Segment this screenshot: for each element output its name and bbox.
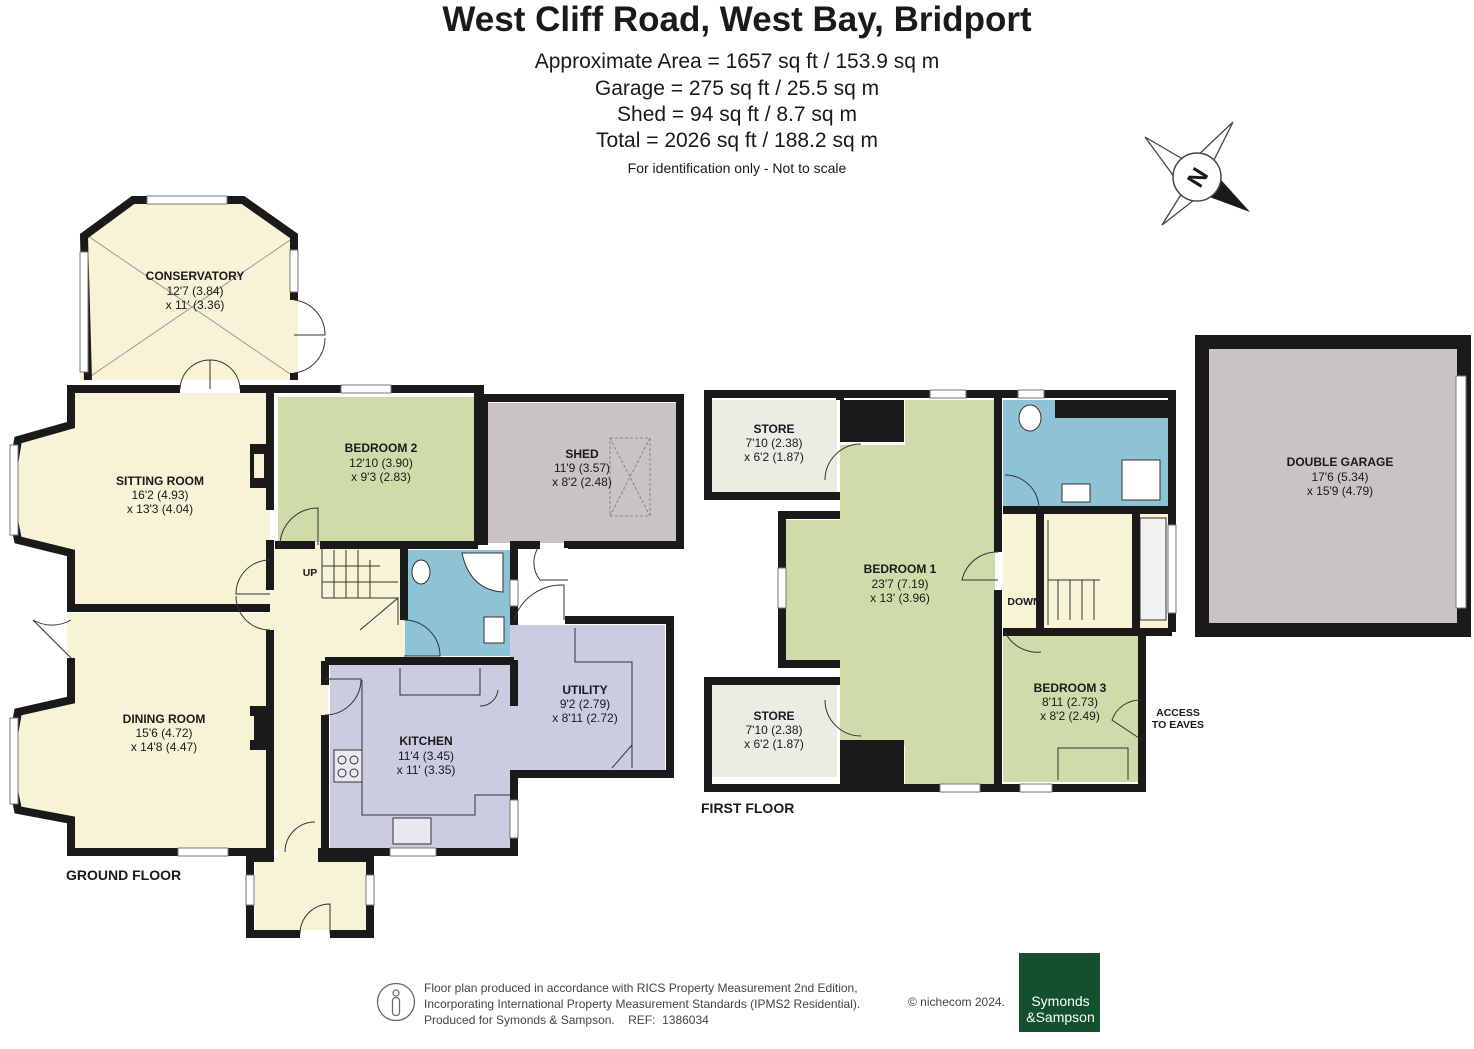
eaves-access-label-2: TO EAVES — [1152, 719, 1204, 731]
garage-area: Garage = 275 sq ft / 25.5 sq m — [594, 77, 880, 100]
bedroom2-dim1: 12'10 (3.90) — [349, 456, 413, 470]
sitting-room-dim1: 16'2 (4.93) — [132, 488, 189, 502]
store1-dim2: x 6'2 (1.87) — [744, 450, 804, 464]
symonds-sampson-logo: Symonds &Sampson — [1019, 953, 1100, 1032]
conservatory-name: CONSERVATORY — [146, 269, 245, 283]
bedroom2-name: BEDROOM 2 — [345, 441, 418, 455]
garage-dim2: x 15'9 (4.79) — [1307, 484, 1373, 498]
shed-area: Shed = 94 sq ft / 8.7 sq m — [617, 103, 857, 126]
kitchen-dim1: 11'4 (3.45) — [398, 749, 454, 763]
store1-dim1: 7'10 (2.38) — [746, 436, 803, 450]
sitting-room-dim2: x 13'3 (4.04) — [127, 502, 193, 516]
logo-line-2: &Sampson — [1026, 1009, 1095, 1025]
shed-dim1: 11'9 (3.57) — [554, 461, 610, 475]
first-floor-doors — [824, 443, 1143, 741]
stairs-down-label: DOWN — [1007, 596, 1040, 608]
garage-dim1: 17'6 (5.34) — [1312, 470, 1369, 484]
bedroom2-dim2: x 9'3 (2.83) — [351, 470, 411, 484]
dining-room-name: DINING ROOM — [123, 712, 206, 726]
footer-line-3: Produced for Symonds & Sampson. REF: 138… — [424, 1013, 709, 1027]
page-title: West Cliff Road, West Bay, Bridport — [442, 0, 1032, 39]
store2-name: STORE — [753, 709, 794, 723]
person-icon — [376, 982, 416, 1022]
approximate-area: Approximate Area = 1657 sq ft / 153.9 sq… — [534, 50, 940, 73]
conservatory-dim1: 12'7 (3.84) — [167, 284, 224, 298]
copyright: © nichecom 2024. — [908, 995, 1005, 1009]
compass-rose-icon: N — [1144, 121, 1250, 226]
bedroom1-dim1: 23'7 (7.19) — [872, 577, 929, 591]
first-floor — [712, 348, 1458, 785]
footer-line-2: Incorporating International Property Mea… — [424, 997, 861, 1011]
footer-line-1: Floor plan produced in accordance with R… — [424, 981, 858, 995]
store1-name: STORE — [753, 422, 794, 436]
ground-floor-windows — [9, 195, 519, 906]
first-floor-windows — [777, 375, 1467, 793]
utility-name: UTILITY — [562, 683, 607, 697]
bedroom3-dim1: 8'11 (2.73) — [1042, 695, 1098, 709]
utility-dim2: x 8'11 (2.72) — [552, 711, 617, 725]
kitchen-name: KITCHEN — [399, 734, 452, 748]
stairs-up-label: UP — [303, 567, 318, 579]
bedroom1-dim2: x 13' (3.96) — [870, 591, 930, 605]
first-floor-label: FIRST FLOOR — [701, 800, 794, 816]
bedroom3-name: BEDROOM 3 — [1034, 681, 1107, 695]
dining-room-dim1: 15'6 (4.72) — [136, 726, 193, 740]
sitting-room-name: SITTING ROOM — [116, 474, 204, 488]
ground-floor-doors — [32, 299, 633, 935]
kitchen-dim2: x 11' (3.35) — [397, 763, 456, 777]
ground-floor-label: GROUND FLOOR — [66, 867, 181, 883]
garage-name: DOUBLE GARAGE — [1287, 455, 1394, 469]
ground-floor — [15, 198, 676, 930]
dining-room-dim2: x 14'8 (4.47) — [131, 740, 197, 754]
bedroom1-name: BEDROOM 1 — [864, 562, 937, 576]
dining-chimney — [250, 706, 270, 750]
scale-note: For identification only - Not to scale — [627, 160, 847, 176]
footer-text: Floor plan produced in accordance with R… — [424, 980, 860, 1028]
eaves-access-label-1: ACCESS — [1156, 707, 1200, 719]
store2-dim1: 7'10 (2.38) — [746, 723, 803, 737]
shed-dim2: x 8'2 (2.48) — [552, 475, 612, 489]
shed-name: SHED — [565, 447, 599, 461]
bedroom3-dim2: x 8'2 (2.49) — [1040, 709, 1100, 723]
conservatory-dim2: x 11' (3.36) — [166, 298, 225, 312]
utility-dim1: 9'2 (2.79) — [560, 697, 610, 711]
total-area: Total = 2026 sq ft / 188.2 sq m — [596, 129, 878, 152]
store2-dim2: x 6'2 (1.87) — [744, 737, 804, 751]
room-labels: CONSERVATORY 12'7 (3.84) x 11' (3.36) SI… — [66, 269, 1393, 883]
logo-line-1: Symonds — [1031, 993, 1090, 1009]
